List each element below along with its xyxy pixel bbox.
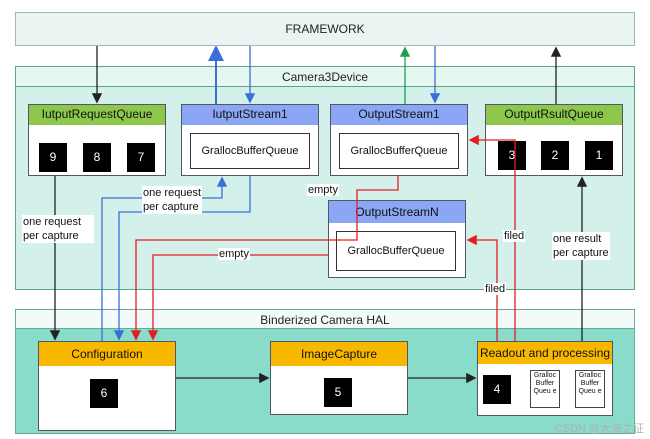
label-filed-2: filed xyxy=(484,283,507,295)
watermark: CSDN @大海之征 xyxy=(554,423,644,435)
result-item: 2 xyxy=(541,141,569,170)
readout-buffer: Gralloc Buffer Queu e xyxy=(530,370,560,408)
output-result-queue-title: OutputRsultQueue xyxy=(486,105,622,125)
wire-output-stream1-empty xyxy=(130,176,399,341)
wire-output-streamN-empty xyxy=(147,254,328,341)
framework-region: FRAMEWORK xyxy=(15,12,635,46)
output-stream1-title: OutputStream1 xyxy=(331,105,467,125)
label-one-result: one result per capture xyxy=(552,232,610,260)
camera3device-header: Camera3Device xyxy=(15,66,635,87)
label-empty-1: empty xyxy=(307,184,339,196)
result-item: 1 xyxy=(585,141,613,170)
label-empty-2: empty xyxy=(218,248,250,260)
camera3device-title: Camera3Device xyxy=(281,70,369,84)
label-one-request-left: one request per capture xyxy=(22,215,94,243)
camera3device-region xyxy=(15,66,635,290)
output-streamN-buffer-queue: GrallocBufferQueue xyxy=(336,231,456,271)
configuration-title: Configuration xyxy=(39,342,175,366)
wire-readout-to-output-stream1 xyxy=(468,134,516,341)
label-filed-1: filed xyxy=(503,230,526,242)
request-item: 7 xyxy=(127,143,155,172)
request-item: 8 xyxy=(83,143,111,172)
readout-item: 4 xyxy=(483,375,511,404)
readout-buffer: Gralloc Buffer Queu e xyxy=(575,370,605,408)
input-stream1-buffer-queue: GrallocBufferQueue xyxy=(190,133,310,169)
image-capture-title: ImageCapture xyxy=(271,342,407,366)
input-request-queue-title: IutputRequestQueue xyxy=(29,105,165,125)
camera-hal-header: Binderized Camera HAL xyxy=(15,309,635,329)
output-stream1-buffer-queue: GrallocBufferQueue xyxy=(339,133,459,169)
framework-title: FRAMEWORK xyxy=(285,22,365,36)
configuration-box: Configuration xyxy=(38,341,176,431)
readout-title: Readout and processing xyxy=(478,342,612,364)
configuration-item: 6 xyxy=(90,379,118,408)
result-item: 3 xyxy=(498,141,526,170)
camera-hal-title: Binderized Camera HAL xyxy=(260,313,390,327)
input-stream1-title: IutputStream1 xyxy=(182,105,318,125)
image-capture-item: 5 xyxy=(324,378,352,407)
output-streamN-title: OutputStreamN xyxy=(329,201,465,223)
wire-readout-to-output-streamN xyxy=(466,234,498,341)
label-one-request-mid: one request per capture xyxy=(142,186,203,214)
request-item: 9 xyxy=(39,143,67,172)
